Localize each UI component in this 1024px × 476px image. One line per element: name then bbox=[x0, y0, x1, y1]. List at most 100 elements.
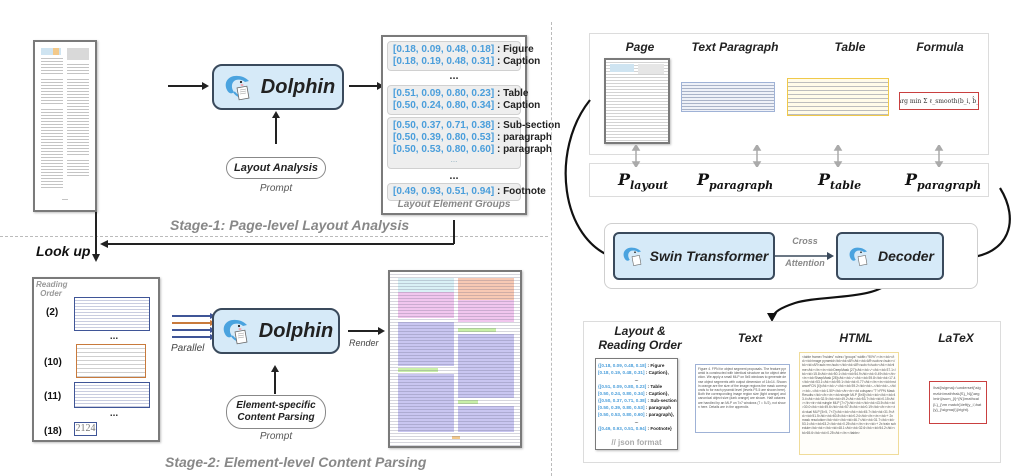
figure-region bbox=[398, 278, 454, 292]
json-row: [0.50, 0.53, 0.80, 0.60] : paragraph}, bbox=[598, 412, 675, 417]
subsection-region bbox=[398, 368, 438, 372]
input-page-thumbnail bbox=[604, 58, 670, 144]
json-row: [0.50, 0.24, 0.80, 0.34] : Caption}, bbox=[598, 391, 669, 396]
stage2-title: Stage-2: Element-level Content Parsing bbox=[165, 454, 427, 470]
element-group-footnote: [0.49, 0.93, 0.51, 0.94] : Footnote bbox=[387, 183, 546, 201]
render-label: Render bbox=[349, 338, 379, 348]
prompt-line-2: Content Parsing bbox=[237, 412, 315, 423]
element-row: [0.51, 0.09, 0.80, 0.23] : Table bbox=[393, 88, 529, 99]
element-group-figure: [0.18, 0.09, 0.48, 0.18] : Figure [0.18,… bbox=[387, 41, 540, 71]
lookup-label: Look up bbox=[36, 243, 91, 259]
output-header-text: Text bbox=[737, 331, 763, 345]
dolphin-mascot-icon bbox=[623, 247, 641, 266]
html-output: <table frame="hsides" rules="groups" wid… bbox=[799, 352, 899, 455]
half-divider bbox=[551, 22, 552, 476]
json-row: [0.50, 0.39, 0.80, 0.53] : paragraph bbox=[598, 405, 672, 410]
element-row: [0.50, 0.37, 0.71, 0.38] : Sub-section bbox=[393, 120, 561, 131]
prompt-layout: Playout bbox=[618, 170, 669, 193]
formula-text: ŝ = arg min Σ ℓ_smooth(b_i, b̂_σ(i)) bbox=[900, 97, 979, 105]
element-group-section: [0.50, 0.37, 0.71, 0.38] : Sub-section [… bbox=[387, 117, 561, 169]
output-header-html: HTML bbox=[839, 331, 873, 345]
json-row: {[0.49, 0.93, 0.51, 0.94] : Footnote} bbox=[598, 426, 672, 431]
paragraph-region bbox=[458, 406, 514, 432]
reading-order-index: (2) bbox=[46, 307, 59, 318]
ellipsis: ... bbox=[449, 70, 459, 82]
arrow-dolphin-to-groups bbox=[349, 82, 384, 90]
text-output: Figure 4. FPN for object segment proposa… bbox=[695, 364, 790, 433]
reading-order-index: (11) bbox=[44, 391, 62, 402]
reading-order-index: (10) bbox=[44, 357, 62, 368]
input-formula: ŝ = arg min Σ ℓ_smooth(b_i, b̂_σ(i)) bbox=[899, 92, 979, 110]
arrow-prompt-to-dolphin bbox=[272, 111, 280, 144]
input-header-page: Page bbox=[625, 40, 655, 54]
caption-region bbox=[398, 292, 454, 318]
json-row: {[0.50, 0.37, 0.71, 0.38] : Sub-section bbox=[598, 398, 677, 403]
table-caption-region bbox=[458, 300, 514, 322]
ellipsis: ... bbox=[449, 170, 459, 182]
paragraph-block bbox=[74, 297, 150, 331]
dolphin-mascot-icon bbox=[849, 247, 868, 266]
dolphin-model-stage1: Dolphin bbox=[212, 64, 344, 110]
dolphin-mascot-icon bbox=[225, 75, 250, 101]
dolphin-mascot-icon bbox=[223, 319, 248, 345]
element-row: [0.50, 0.53, 0.80, 0.60] : paragraph bbox=[393, 144, 552, 155]
json-layout-output: {[0.18, 0.09, 0.48, 0.18] : Figure [0.18… bbox=[595, 358, 678, 450]
element-parsing-prompt: Element-specific Content Parsing bbox=[226, 395, 326, 429]
rendered-output-page bbox=[388, 270, 522, 448]
swin-transformer-encoder: Swin Transformer bbox=[613, 232, 775, 280]
json-row: {[0.18, 0.09, 0.48, 0.18] : Figure bbox=[598, 363, 665, 368]
cross-attention-label: Cross Attention bbox=[785, 236, 825, 268]
element-row: [0.50, 0.39, 0.80, 0.53] : paragraph bbox=[393, 132, 552, 143]
table-block bbox=[76, 344, 146, 378]
prompt-link-arrows bbox=[631, 145, 944, 167]
element-row: [0.49, 0.93, 0.51, 0.94] : Footnote bbox=[393, 186, 546, 197]
document-thumbnail-icon bbox=[41, 48, 89, 200]
encoder-label: Swin Transformer bbox=[649, 248, 769, 264]
layout-analysis-prompt: Layout Analysis bbox=[226, 157, 326, 179]
json-rows: {[0.18, 0.09, 0.48, 0.18] : Figure [0.18… bbox=[598, 362, 677, 432]
output-header-latex: LaTeX bbox=[938, 331, 974, 345]
element-row: [0.50, 0.24, 0.80, 0.34] : Caption bbox=[393, 100, 541, 111]
layout-element-groups-panel: [0.18, 0.09, 0.48, 0.18] : Figure [0.18,… bbox=[381, 35, 561, 215]
subsection-region bbox=[458, 328, 496, 332]
input-header-formula: Formula bbox=[916, 40, 964, 54]
stage-divider bbox=[0, 236, 548, 237]
json-row: [0.18, 0.19, 0.48, 0.31] : Caption}, bbox=[598, 370, 669, 375]
footnote-block: 2124 bbox=[74, 422, 97, 436]
table-region bbox=[458, 278, 514, 300]
paragraph-region bbox=[398, 322, 454, 366]
latex-output: \hat{\sigma}=\underset{\sigma\in\mathfra… bbox=[929, 381, 987, 424]
prompt-table: Ptable bbox=[818, 170, 862, 193]
inner-ellipsis: ... bbox=[450, 155, 458, 164]
parallel-label: Parallel bbox=[171, 343, 205, 354]
decoder-label: Decoder bbox=[877, 248, 935, 264]
arrow-prompt-to-dolphin bbox=[271, 365, 279, 394]
element-row: [0.18, 0.09, 0.48, 0.18] : Figure bbox=[393, 44, 534, 55]
cross-attention-arrow bbox=[775, 252, 834, 260]
lookup-connector-arrow bbox=[92, 212, 455, 262]
layout-analysis-prompt-label: Layout Analysis bbox=[234, 162, 318, 174]
output-header-layout: Layout & Reading Order bbox=[598, 324, 682, 352]
decoder: Decoder bbox=[836, 232, 944, 280]
dolphin-label: Dolphin bbox=[258, 319, 334, 342]
reading-order-index: (18) bbox=[44, 426, 62, 437]
input-table bbox=[787, 78, 889, 116]
json-format-caption: // json format bbox=[611, 438, 662, 447]
ellipsis: ... bbox=[109, 408, 119, 419]
prompt-paragraph-formula: Pparagraph bbox=[905, 170, 982, 193]
ellipsis: ... bbox=[109, 331, 119, 342]
render-arrow bbox=[348, 327, 385, 335]
layout-element-groups-title: Layout Element Groups bbox=[397, 199, 511, 210]
prompts-panel bbox=[589, 163, 989, 197]
json-row: {[0.51, 0.09, 0.80, 0.23] : Table bbox=[598, 384, 663, 389]
paragraph-region bbox=[458, 334, 514, 398]
paragraph-region bbox=[398, 374, 454, 432]
dolphin-label: Dolphin bbox=[260, 75, 336, 98]
input-document-page bbox=[33, 40, 97, 212]
json-row: ... bbox=[634, 377, 639, 382]
prompt-caption: Prompt bbox=[259, 431, 293, 442]
footnote-region bbox=[452, 436, 460, 439]
input-header-text-paragraph: Text Paragraph bbox=[691, 40, 779, 54]
prompt-caption: Prompt bbox=[259, 183, 293, 194]
